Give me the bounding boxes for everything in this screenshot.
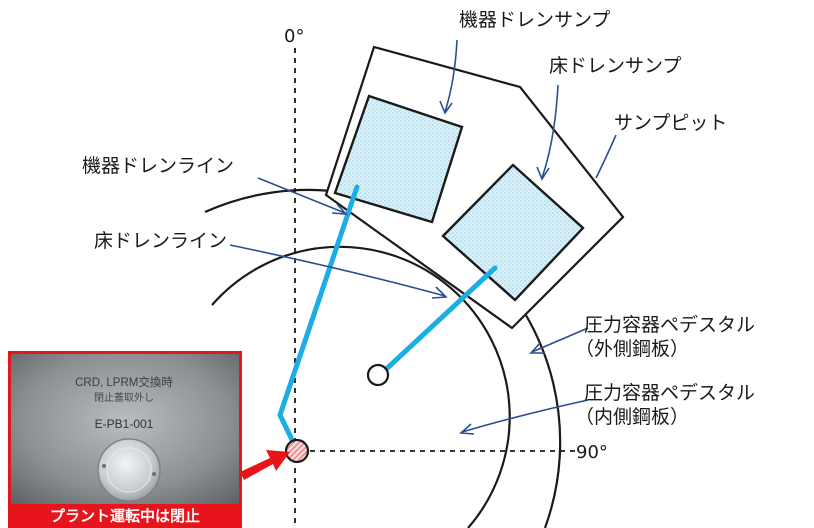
leader-floor-drain-sump-head — [536, 166, 550, 181]
photo-bolt-right — [152, 472, 156, 476]
label-pedestal-inner-line1: 圧力容器ペデスタル — [584, 382, 755, 404]
label-deg-90: 90° — [576, 442, 608, 463]
leader-equipment-drain-line — [257, 177, 346, 214]
leader-equipment-drain-sump — [444, 39, 458, 113]
drain-outlet — [284, 438, 310, 464]
leader-pedestal-inner — [461, 399, 589, 433]
label-floor-drain-sump: 床ドレンサンプ — [549, 55, 681, 77]
photo-lens-inner — [106, 447, 152, 493]
leader-floor-drain-sump — [541, 84, 559, 179]
leader-pedestal-inner-head — [459, 423, 475, 435]
label-floor-drain-line: 床ドレンライン — [94, 230, 227, 252]
photo-bolt-left — [102, 464, 106, 468]
inset-photo: CRD, LPRM交換時 閉止蓋取外し E-PB1-001 プラント運転中は閉止 — [8, 351, 242, 528]
leader-floor-drain-line-head — [431, 286, 448, 299]
leader-arrows — [229, 39, 617, 435]
pedestal-inner-arc — [211, 245, 511, 528]
inset-caption-bar — [8, 504, 242, 528]
photo-caption: プラント運転中は閉止 — [50, 507, 200, 525]
leader-pedestal-outer-head — [529, 342, 545, 354]
equipment-drain-sump — [333, 94, 464, 224]
floor-drain-opening — [366, 363, 390, 387]
label-pedestal-outer-line2: （外側鋼板） — [575, 338, 689, 360]
label-equipment-drain-sump: 機器ドレンサンプ — [459, 9, 610, 31]
leader-equipment-drain-line-head — [331, 203, 348, 215]
leader-pedestal-outer — [531, 327, 589, 353]
equipment-drain-line-main — [277, 184, 360, 418]
photo-plate-text-2: 閉止蓋取外し — [94, 392, 154, 404]
label-equipment-drain-line: 機器ドレンライン — [82, 155, 234, 177]
leader-equipment-drain-sump-head — [439, 100, 453, 115]
photo-plate-text-1: CRD, LPRM交換時 — [75, 375, 173, 389]
photo-plate-id: E-PB1-001 — [95, 417, 154, 431]
red-pointer-arrow — [240, 450, 290, 480]
label-pedestal-inner-line2: （内側鋼板） — [575, 406, 689, 428]
label-pedestal-outer-line1: 圧力容器ペデスタル — [584, 314, 755, 336]
label-deg-0: 0° — [284, 26, 304, 47]
floor-drain-line-path — [379, 265, 498, 376]
label-sump-pit: サンプピット — [614, 112, 727, 134]
leader-sump-pit — [595, 134, 617, 179]
floor-drain-sump — [441, 163, 585, 302]
leader-floor-drain-line — [229, 244, 446, 297]
